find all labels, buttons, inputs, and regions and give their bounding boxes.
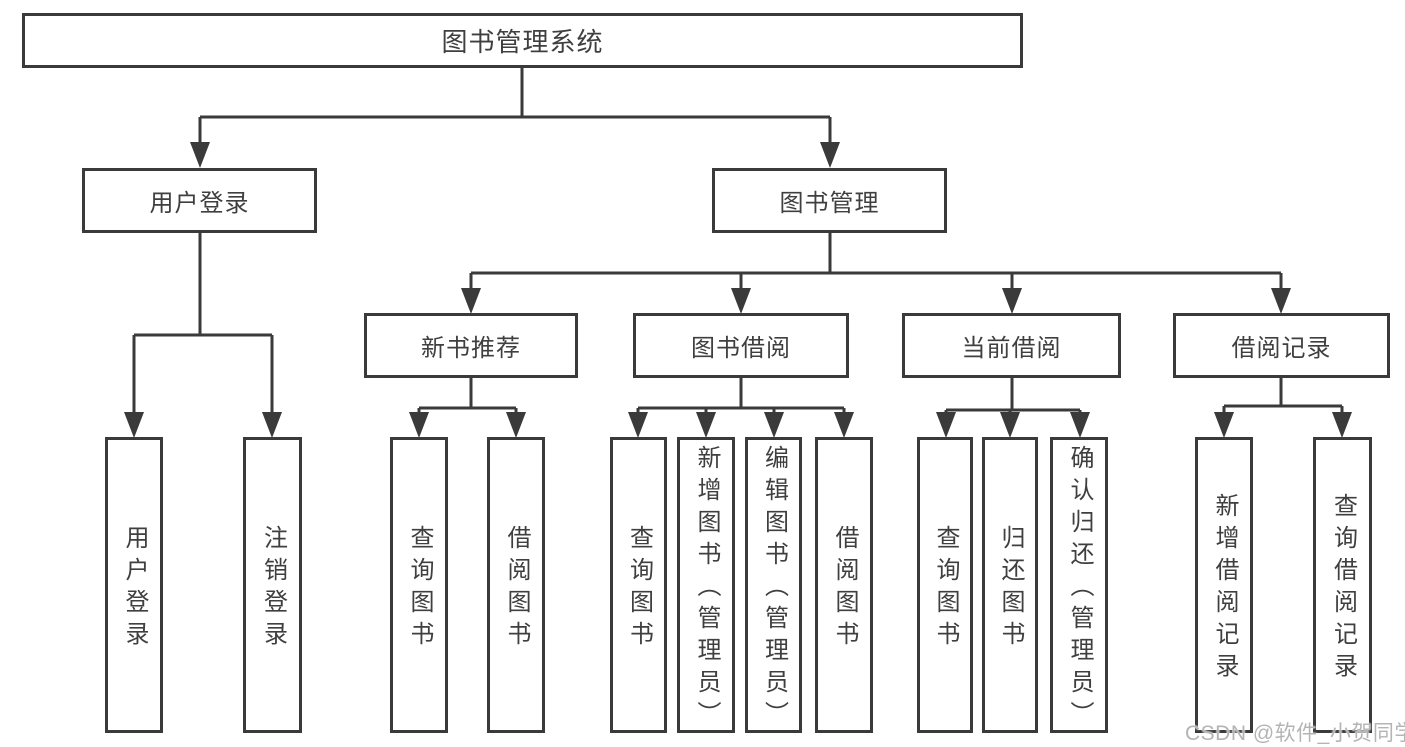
node-current-borrow: 当前借阅: [902, 313, 1121, 378]
node-label: 确认归还（管理员）: [1066, 445, 1093, 733]
arrow-down-icon: [1271, 288, 1291, 314]
arrow-down-icon: [1000, 412, 1020, 438]
leaf-borrow-books-1: 借阅图书: [487, 437, 545, 733]
leaf-edit-book-admin: 编辑图书（管理员）: [745, 437, 802, 733]
arrow-down-icon: [820, 142, 840, 168]
arrow-down-icon: [1002, 288, 1022, 314]
leaf-query-books-3: 查询图书: [917, 437, 973, 733]
node-label: 查询图书: [625, 525, 653, 653]
node-book-management: 图书管理: [712, 168, 947, 233]
arrow-down-icon: [936, 412, 956, 438]
arrow-down-icon: [506, 412, 526, 438]
node-new-book-recommend: 新书推荐: [364, 313, 578, 378]
arrow-down-icon: [1070, 412, 1090, 438]
leaf-query-books-2: 查询图书: [610, 437, 667, 733]
node-borrow-records: 借阅记录: [1173, 313, 1390, 378]
node-book-borrow: 图书借阅: [633, 313, 849, 378]
node-label: 编辑图书（管理员）: [760, 445, 788, 733]
arrow-down-icon: [190, 142, 210, 168]
arrow-down-icon: [262, 412, 282, 438]
arrow-down-icon: [124, 412, 144, 438]
node-user-login: 用户登录: [82, 168, 317, 233]
leaf-add-book-admin: 新增图书（管理员）: [677, 437, 735, 733]
leaf-add-borrow-record: 新增借阅记录: [1195, 437, 1253, 733]
leaf-query-books-1: 查询图书: [390, 437, 448, 733]
node-label: 用户登录: [121, 525, 148, 653]
leaf-borrow-books-2: 借阅图书: [815, 437, 873, 733]
leaf-query-borrow-record: 查询借阅记录: [1313, 437, 1372, 733]
connector-lines: [132, 68, 1344, 414]
node-label: 归还图书: [997, 525, 1024, 653]
node-label: 借阅图书: [831, 525, 858, 653]
arrow-down-icon: [628, 412, 648, 438]
node-label: 注销登录: [259, 525, 287, 653]
leaf-user-login: 用户登录: [105, 437, 163, 733]
leaf-confirm-return-admin: 确认归还（管理员）: [1050, 437, 1108, 733]
watermark: CSDN @软件_小贺同学: [1185, 722, 1405, 745]
node-root-system: 图书管理系统: [22, 13, 1023, 68]
leaf-logout: 注销登录: [243, 437, 302, 733]
node-label: 查询借阅记录: [1329, 493, 1357, 685]
arrow-down-icon: [461, 288, 481, 314]
arrow-down-icon: [1332, 412, 1352, 438]
node-label: 新增图书（管理员）: [693, 445, 720, 733]
arrow-down-icon: [834, 412, 854, 438]
node-label: 查询图书: [932, 525, 959, 653]
node-label: 查询图书: [406, 525, 433, 653]
arrow-down-icon: [696, 412, 716, 438]
arrow-down-icon: [1214, 412, 1234, 438]
leaf-return-books: 归还图书: [982, 437, 1038, 733]
arrow-down-icon: [731, 288, 751, 314]
node-label: 借阅图书: [503, 525, 530, 653]
node-label: 新增借阅记录: [1211, 493, 1238, 685]
arrow-down-icon: [409, 412, 429, 438]
arrow-down-icon: [764, 412, 784, 438]
